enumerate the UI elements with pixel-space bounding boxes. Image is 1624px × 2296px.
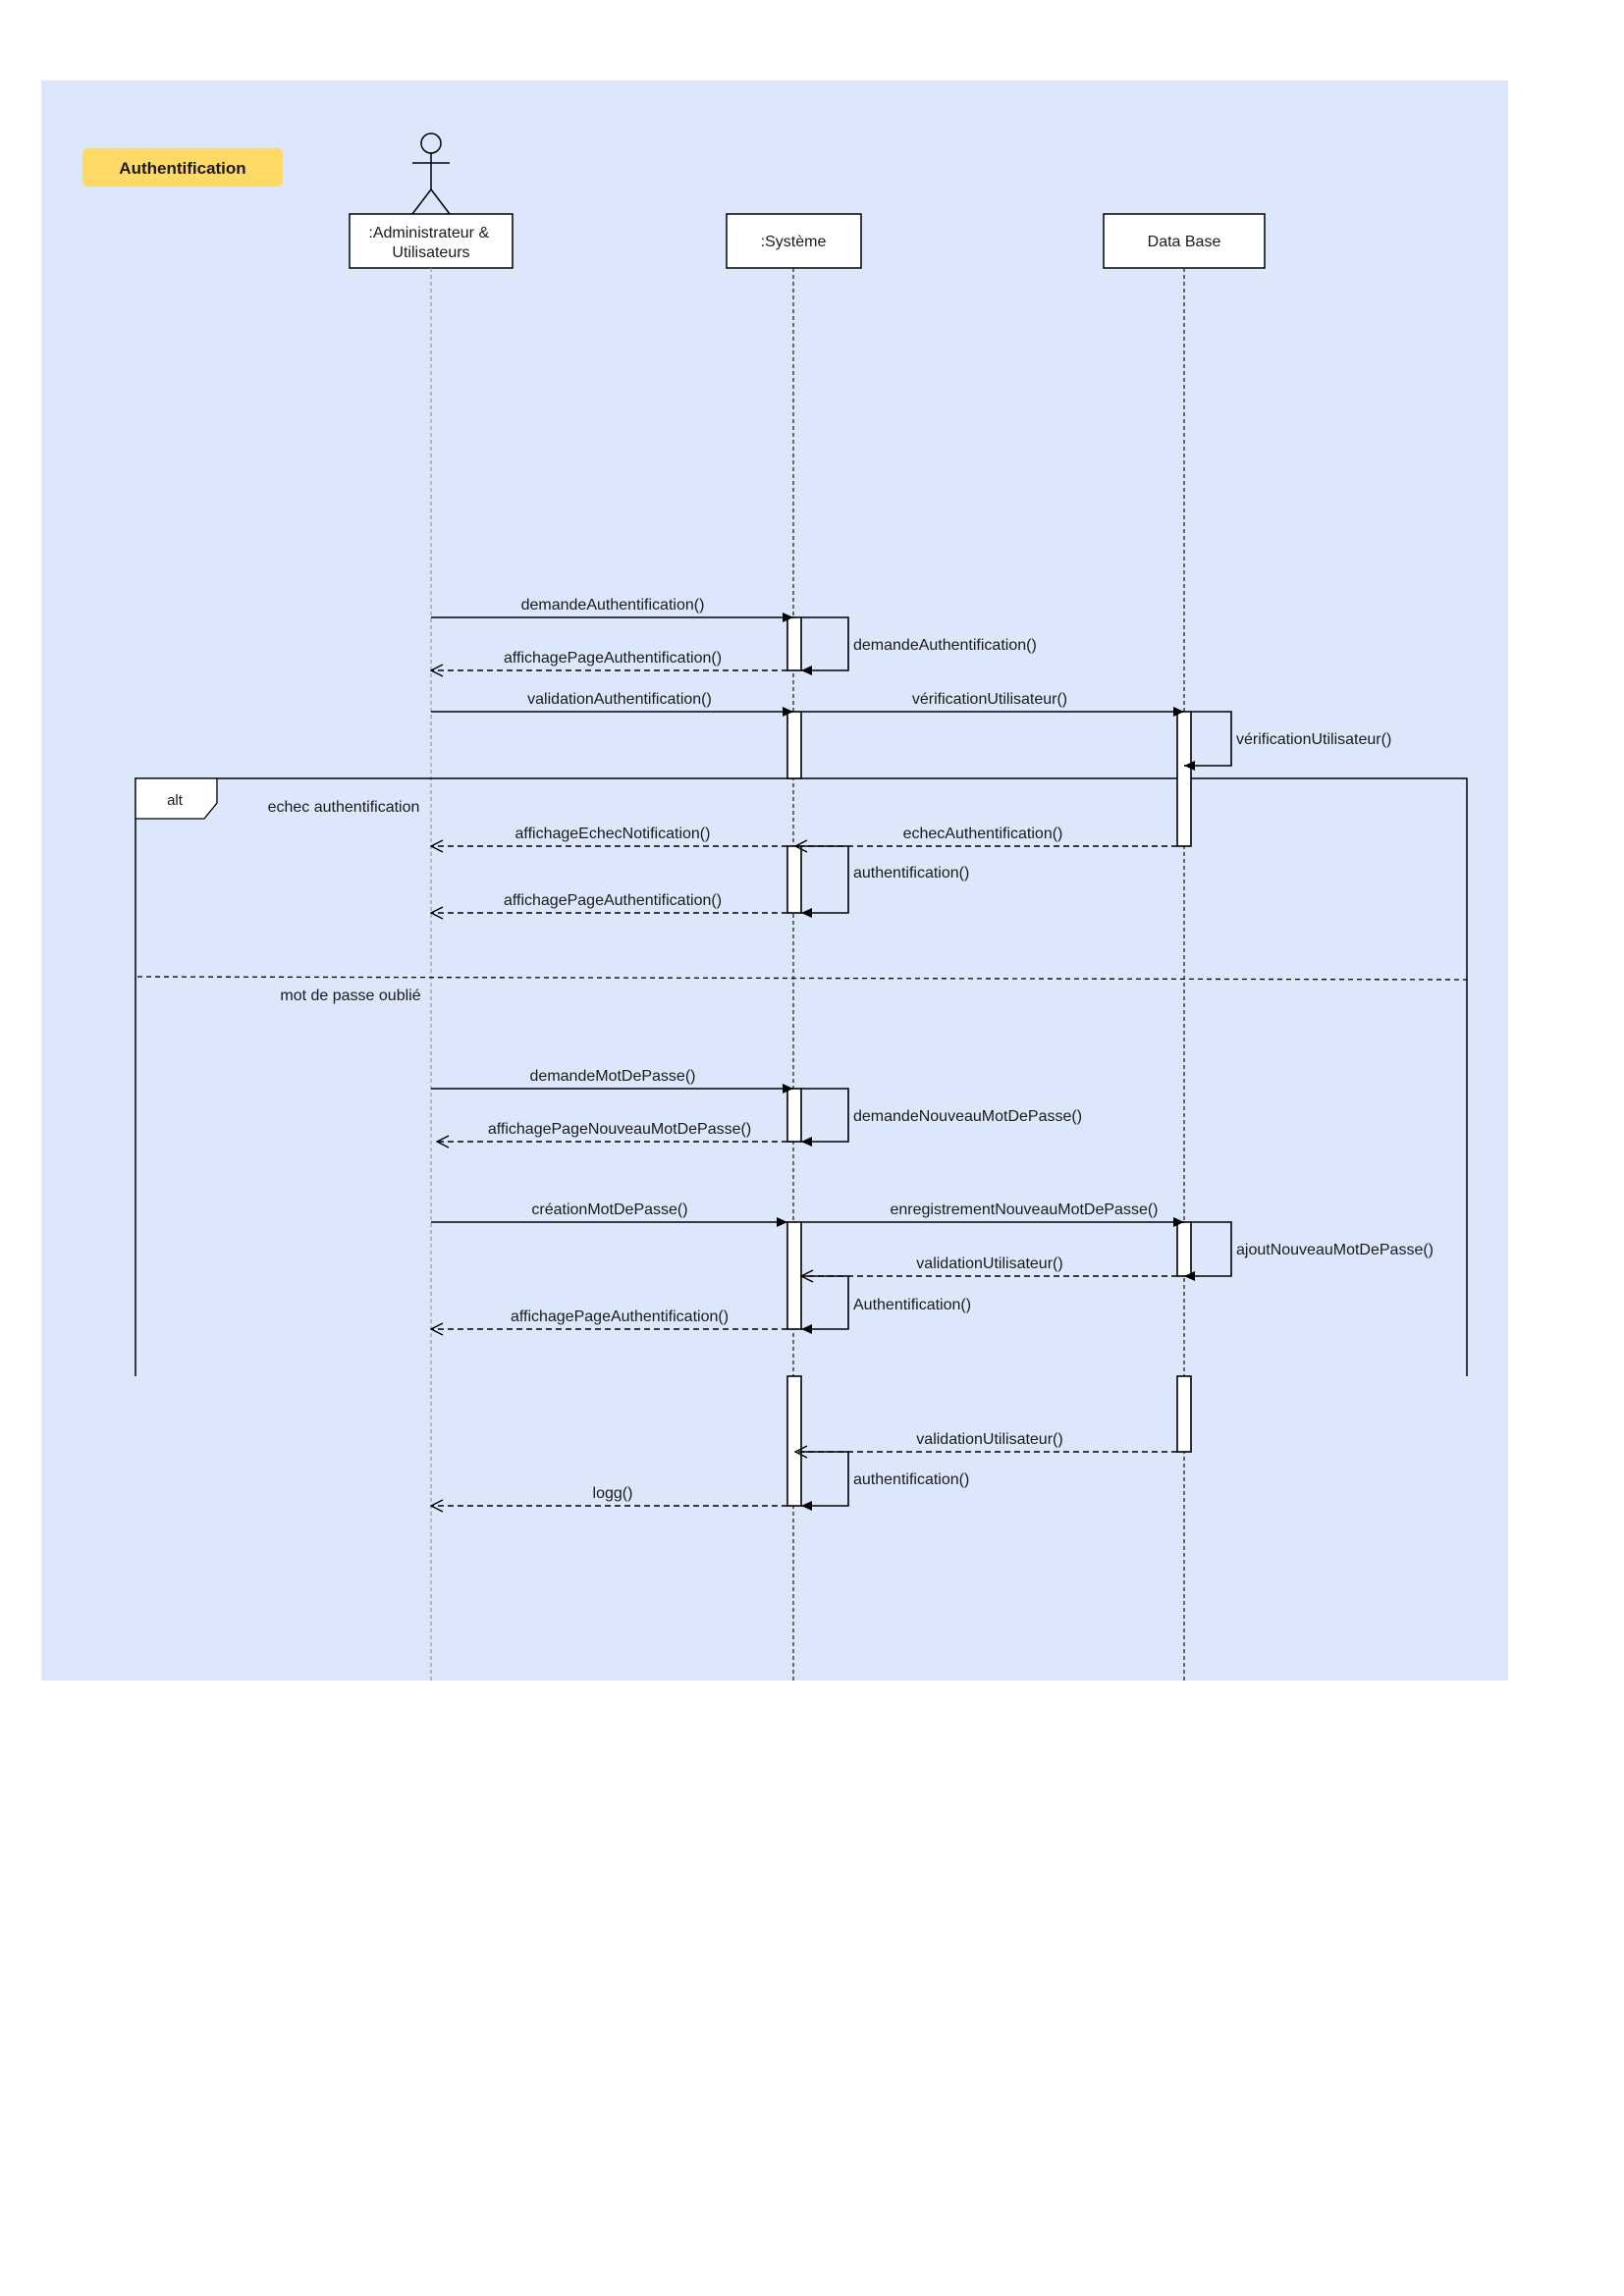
message-label: affichagePageAuthentification() (504, 650, 722, 667)
alt-fragment: alt echec authentification mot de passe … (135, 777, 1468, 1376)
message-label: Authentification() (853, 1297, 971, 1313)
message-affichage-page-nouveau-mot-de-passe: affichagePageNouveauMotDePasse() (437, 1121, 787, 1142)
message-label: affichageEchecNotification() (515, 826, 711, 842)
activation-system (786, 845, 802, 914)
activation-system (786, 1221, 802, 1330)
message-label: ajoutNouveauMotDePasse() (1236, 1242, 1434, 1258)
alt-guard-1: echec authentification (268, 799, 420, 816)
message-label: demandeAuthentification() (853, 637, 1037, 654)
alt-fragment-tab (135, 777, 218, 820)
message-affichage-echec-notification: affichageEchecNotification() (431, 826, 787, 846)
message-demande-mot-de-passe: demandeMotDePasse() (431, 1068, 793, 1094)
participant-database: Data Base (1103, 213, 1266, 269)
title-badge-label: Authentification (119, 159, 245, 178)
message-label: authentification() (853, 1471, 969, 1488)
message-label: demandeNouveauMotDePasse() (853, 1108, 1082, 1125)
message-label: affichagePageNouveauMotDePasse() (488, 1121, 751, 1138)
message-validation-authentification: validationAuthentification() (431, 691, 793, 717)
alt-fragment-operator: alt (167, 792, 184, 809)
participant-system: :Système (726, 213, 862, 269)
diagram-background (41, 80, 1508, 1681)
message-affichage-page-authentification: affichagePageAuthentification() (431, 1308, 787, 1329)
activation-system (786, 616, 802, 671)
message-label: demandeAuthentification() (521, 597, 705, 614)
message-verification-utilisateur: vérificationUtilisateur() (801, 691, 1184, 717)
actor-icon (411, 133, 451, 215)
self-message-authentification: authentification() (801, 845, 969, 918)
message-affichage-page-authentification: affichagePageAuthentification() (431, 892, 787, 913)
activation-database (1176, 1375, 1192, 1453)
message-affichage-page-authentification: affichagePageAuthentification() (431, 650, 787, 670)
self-message-authentification: authentification() (801, 1451, 969, 1511)
message-label: validationUtilisateur() (916, 1431, 1062, 1448)
self-message-authentification: Authentification() (801, 1275, 971, 1334)
message-echec-authentification: echecAuthentification() (795, 826, 1177, 846)
message-label: demandeMotDePasse() (530, 1068, 696, 1085)
message-label: affichagePageAuthentification() (511, 1308, 729, 1325)
message-label: validationUtilisateur() (916, 1255, 1062, 1272)
activation-system (786, 1088, 802, 1143)
message-label: enregistrementNouveauMotDePasse() (890, 1201, 1158, 1218)
message-label: authentification() (853, 865, 969, 881)
self-message-demande-authentification: demandeAuthentification() (801, 616, 1037, 675)
self-message-demande-nouveau-mot-de-passe: demandeNouveauMotDePasse() (801, 1088, 1082, 1147)
self-message-verification-utilisateur: vérificationUtilisateur() (1184, 711, 1391, 771)
participant-actor: :Administrateur & Utilisateurs (349, 213, 514, 269)
alt-guard-2: mot de passe oublié (280, 988, 420, 1004)
alt-fragment-separator (136, 976, 1468, 981)
participant-actor-label: :Administrateur & Utilisateurs (368, 225, 493, 261)
title-badge-box (82, 148, 283, 187)
activation-database (1176, 711, 1192, 847)
message-demande-authentification: demandeAuthentification() (431, 597, 793, 622)
message-logg: logg() (431, 1485, 787, 1506)
participant-database-label: Data Base (1148, 234, 1221, 250)
title-badge: Authentification (82, 148, 283, 187)
message-validation-utilisateur: validationUtilisateur() (801, 1255, 1177, 1276)
self-message-ajout-nouveau-mot-de-passe: ajoutNouveauMotDePasse() (1184, 1221, 1434, 1281)
activation-system (786, 711, 802, 779)
message-enregistrement-nouveau-mot-de-passe: enregistrementNouveauMotDePasse() (801, 1201, 1184, 1227)
message-label: validationAuthentification() (527, 691, 712, 708)
message-label: echecAuthentification() (903, 826, 1063, 842)
activation-database (1176, 1221, 1192, 1277)
message-validation-utilisateur: validationUtilisateur() (795, 1431, 1177, 1452)
activation-system (786, 1375, 802, 1507)
participant-system-label: :Système (761, 234, 827, 250)
message-label: vérificationUtilisateur() (1236, 731, 1391, 748)
message-label: logg() (593, 1485, 633, 1502)
message-label: créationMotDePasse() (531, 1201, 687, 1218)
message-label: vérificationUtilisateur() (912, 691, 1067, 708)
message-creation-mot-de-passe: créationMotDePasse() (431, 1201, 787, 1227)
message-label: affichagePageAuthentification() (504, 892, 722, 909)
